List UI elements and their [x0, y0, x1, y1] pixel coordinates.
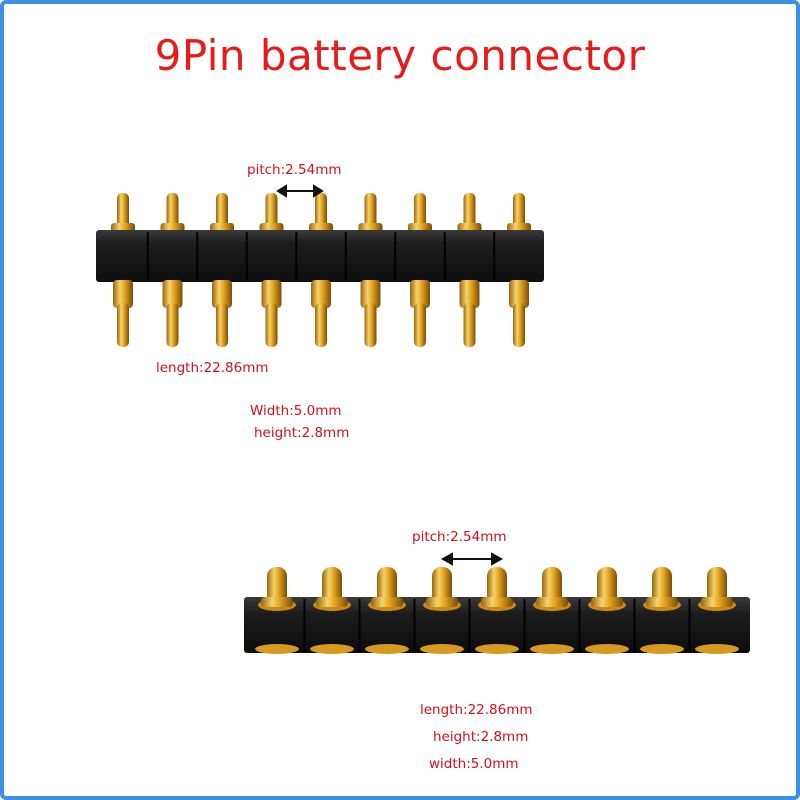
- bottom-pitch-label: pitch:2.54mm: [412, 529, 507, 545]
- connector-housing: [244, 597, 750, 653]
- pogo-pin-tail: [360, 280, 381, 347]
- pogo-pin: [365, 567, 409, 654]
- pogo-pin-tail: [113, 280, 133, 347]
- pogo-pin: [358, 193, 383, 233]
- pogo-pin: [111, 193, 135, 233]
- pogo-pin-tail: [212, 280, 232, 347]
- connector-single-ended-image: [244, 552, 750, 654]
- pogo-pin: [255, 567, 299, 654]
- pitch-arrow: [276, 184, 324, 198]
- pogo-pin: [507, 193, 531, 233]
- pogo-pin: [457, 193, 482, 233]
- pogo-pin: [640, 567, 684, 654]
- pogo-pin: [210, 193, 234, 233]
- pogo-pin-tail: [459, 280, 480, 347]
- pogo-pin: [530, 567, 574, 654]
- pogo-pin: [585, 567, 629, 654]
- pogo-pin: [408, 193, 432, 233]
- bottom-width-label: width:5.0mm: [429, 756, 519, 772]
- connector-double-ended-image: [96, 184, 544, 347]
- pogo-pin-tail: [509, 280, 529, 347]
- bottom-height-label: height:2.8mm: [433, 729, 529, 745]
- pogo-pin-tail: [410, 280, 430, 347]
- pogo-pin-tail: [311, 280, 331, 347]
- pogo-pin: [309, 193, 333, 233]
- pogo-pin: [420, 567, 464, 654]
- top-pitch-label: pitch:2.54mm: [247, 162, 342, 178]
- top-width-label: Width:5.0mm: [250, 403, 342, 419]
- pogo-pin: [695, 567, 739, 654]
- page-title: 9Pin battery connector: [154, 31, 646, 80]
- bottom-length-label: length:22.86mm: [420, 702, 533, 718]
- pogo-pin: [310, 567, 354, 654]
- top-length-label: length:22.86mm: [156, 360, 269, 376]
- pogo-pin-tail: [261, 280, 282, 347]
- pogo-pin-tail: [162, 280, 183, 347]
- connector-housing: [96, 230, 544, 282]
- pogo-pin: [259, 193, 284, 233]
- top-height-label: height:2.8mm: [254, 425, 350, 441]
- pitch-arrow: [440, 552, 504, 566]
- pogo-pin: [160, 193, 185, 233]
- pogo-pin: [475, 567, 519, 654]
